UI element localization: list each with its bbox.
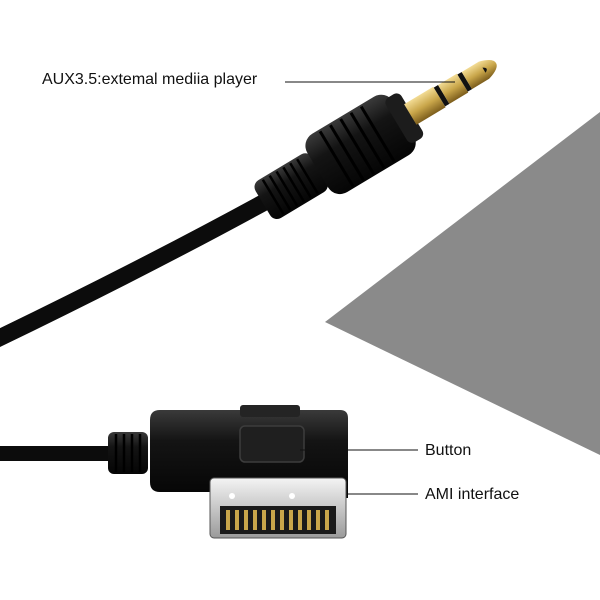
upper-cable [0, 189, 281, 348]
strain-relief [254, 153, 328, 219]
pin-tip [461, 60, 497, 90]
pin-ring [438, 73, 469, 104]
ami-interface-label: AMI interface [425, 486, 520, 503]
lower-cable [0, 446, 112, 461]
ami-housing-top-ridge [240, 405, 300, 417]
light-cone-shape [325, 112, 600, 455]
plug-housing [305, 94, 416, 195]
button-label: Button [425, 442, 472, 459]
ami-connector [108, 405, 348, 539]
pin-sleeve [404, 86, 446, 125]
housing-ridges [318, 105, 396, 187]
ami-strain-relief [108, 432, 148, 474]
aux-label: AUX3.5:extemal mediia player [42, 71, 258, 88]
strain-relief-grooves [261, 158, 319, 215]
ami-button [239, 425, 305, 463]
ami-pins [226, 510, 329, 530]
aux-3-5mm-plug [254, 60, 497, 219]
